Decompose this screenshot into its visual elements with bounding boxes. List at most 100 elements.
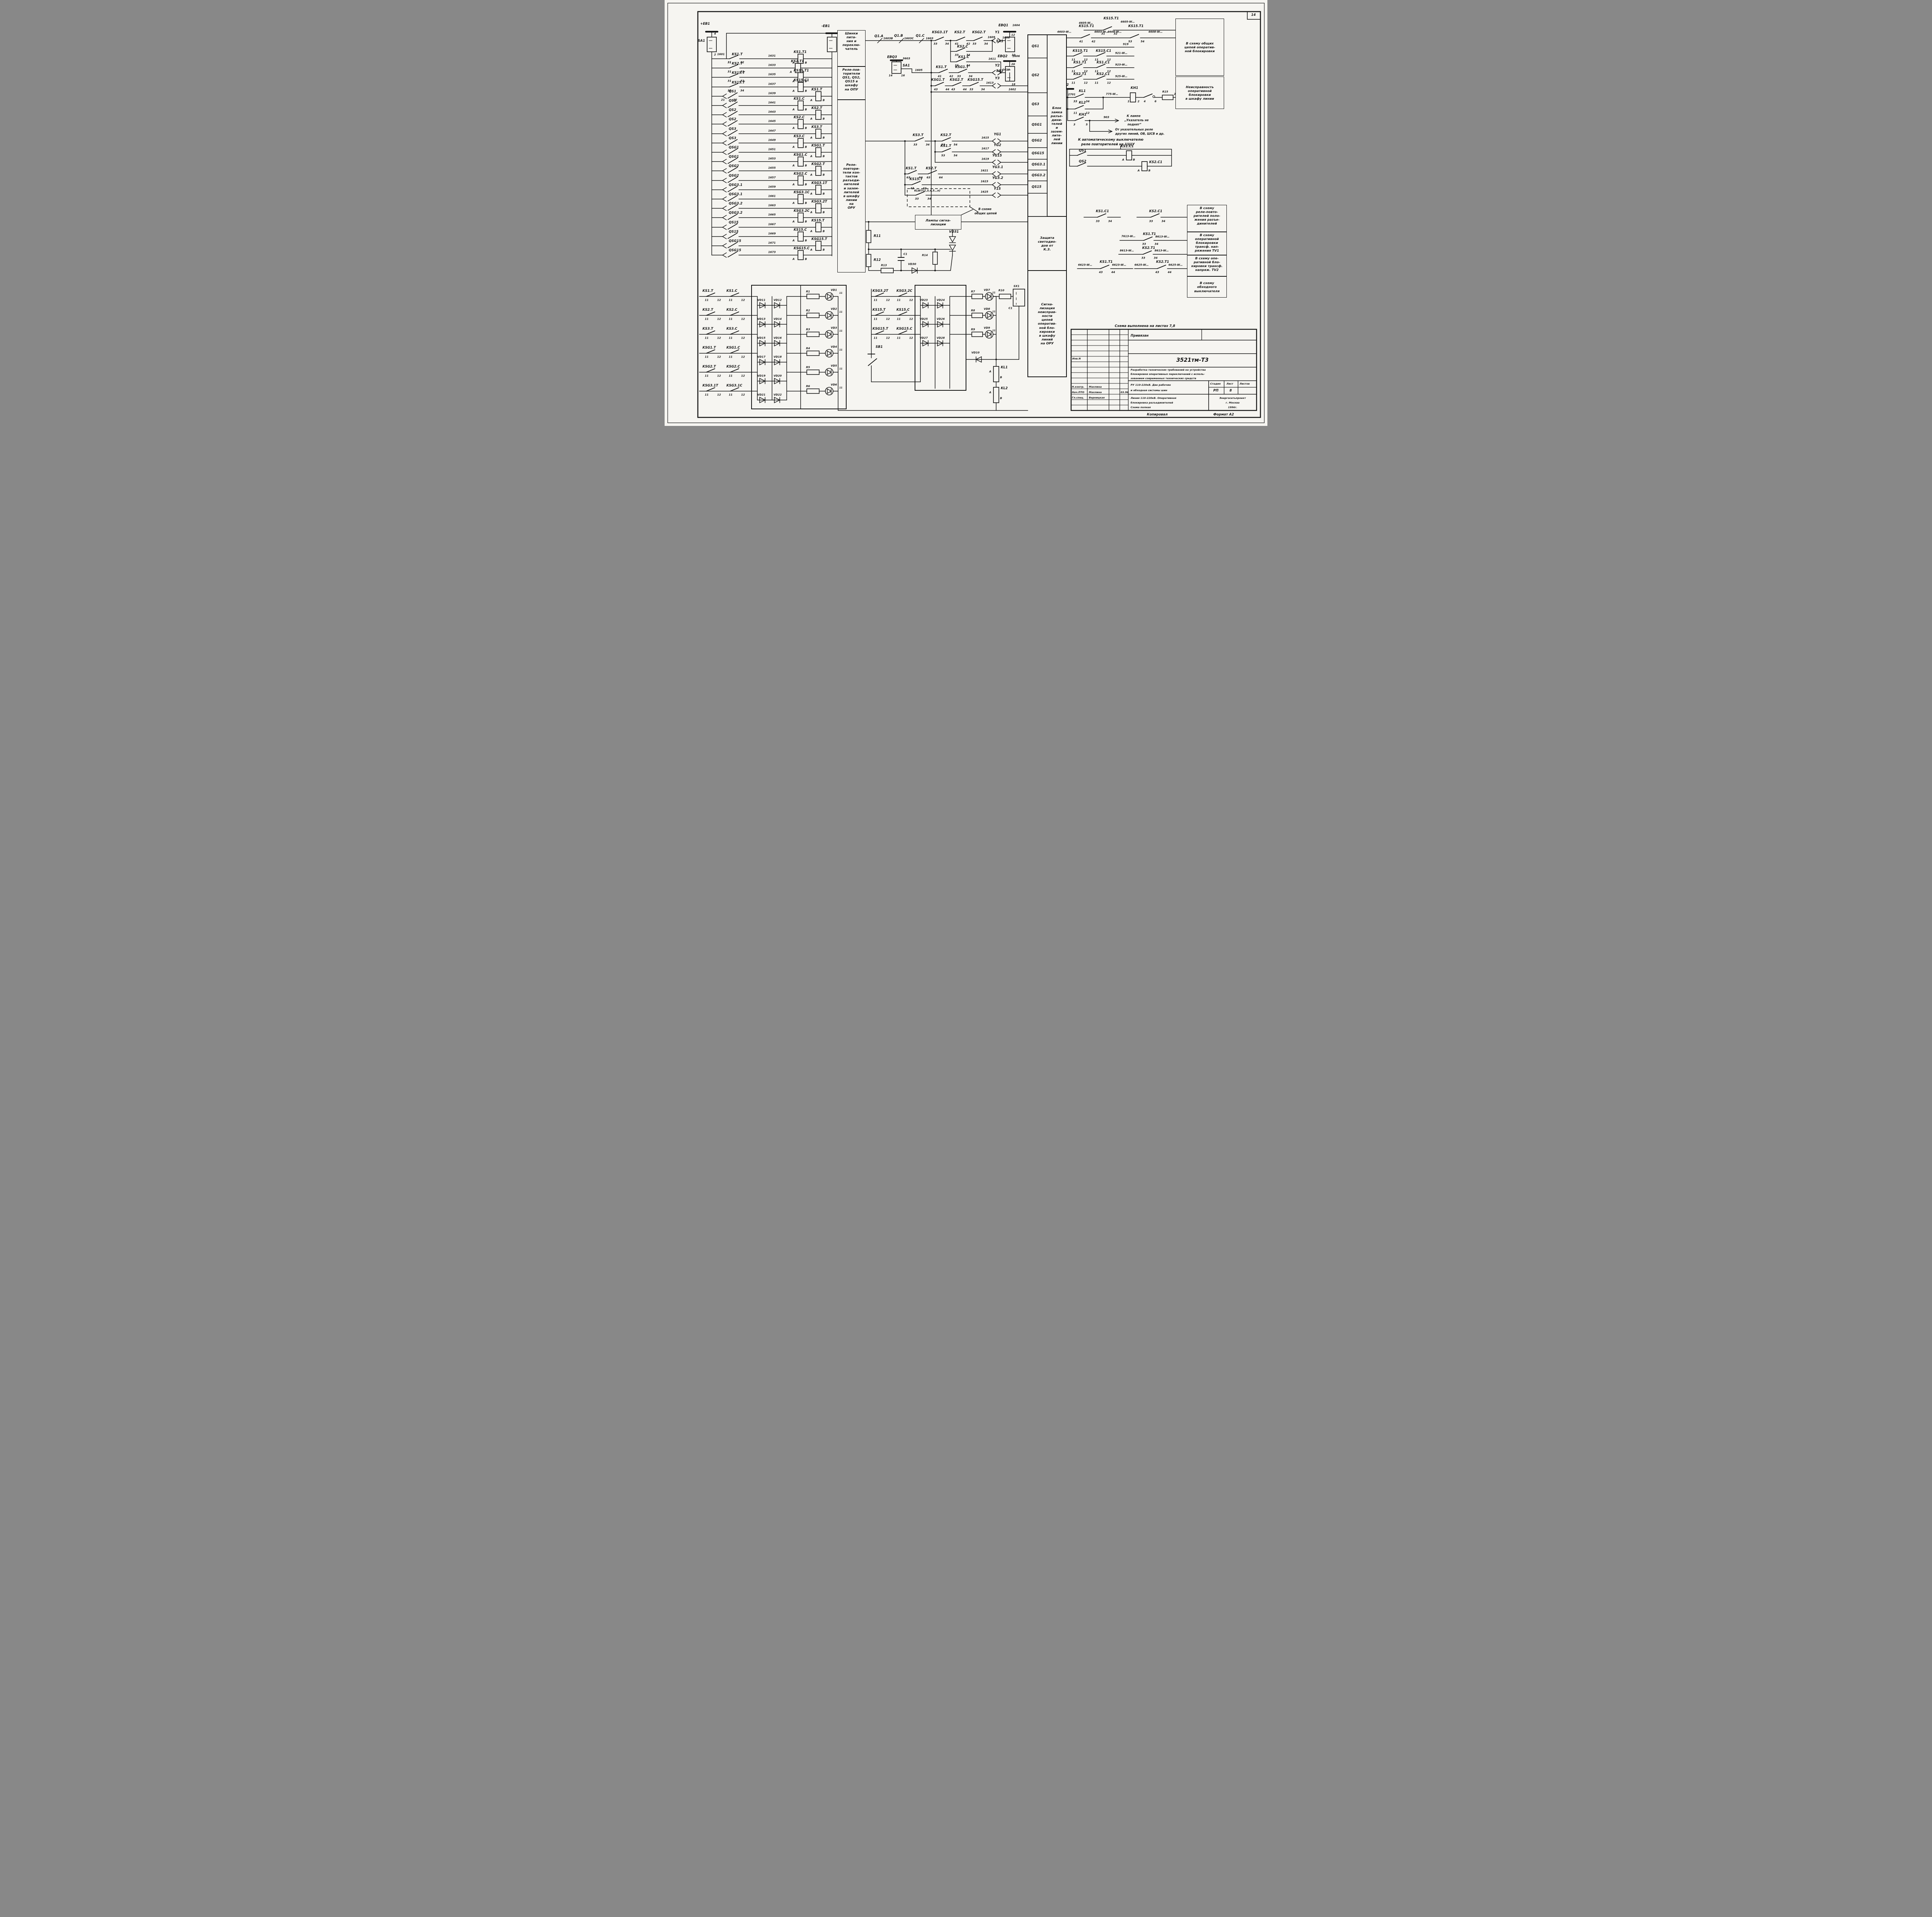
schematic-label: VD31 (949, 230, 959, 234)
schematic-label: KS1.T (940, 144, 951, 148)
schematic-label: YG3.1 (992, 165, 1003, 169)
schematic-label: B (805, 145, 807, 149)
schematic-label: KS2.T1 (1142, 246, 1155, 250)
schematic-label: 41 (938, 75, 942, 78)
schematic-label: 43 (951, 88, 955, 91)
sig-role: Н.контр. (1072, 385, 1085, 388)
schematic-label: KL2 (1001, 386, 1008, 390)
schematic-label: B (823, 211, 825, 214)
schematic-label: VD1 (831, 288, 837, 292)
schematic-label: Q1.C (916, 34, 925, 38)
schematic-label: 16 (901, 74, 905, 77)
schematic-label: QS1 (1032, 44, 1039, 48)
schematic-label: 1604 (1012, 24, 1020, 27)
schematic-label: 1645 (768, 119, 776, 123)
schematic-label: B (823, 248, 825, 252)
schematic-label: 64 (939, 176, 943, 179)
schematic-label: KS1.C1 (1096, 209, 1109, 213)
schematic-label: 32 (740, 70, 744, 73)
schematic-label: KS1.T1 (1143, 232, 1156, 236)
schematic-label: VD16 (774, 336, 782, 340)
schematic-label: 11 (874, 298, 878, 302)
stage-label: Стадия (1210, 382, 1221, 385)
schematic-label: 11 (839, 368, 843, 370)
schematic-label: 1605 (915, 68, 923, 72)
schematic-label: 11 (897, 298, 901, 302)
schematic-label: 12 (1086, 111, 1090, 115)
schematic-label: 43 (1099, 271, 1103, 274)
schematic-label: KS2.C (957, 44, 968, 49)
schematic-label: KSG2.T (811, 162, 825, 166)
schematic-label: 4605-W… (1079, 21, 1093, 25)
schematic-label: +EB1 (700, 22, 710, 26)
schematic-label: KS2.T (940, 133, 951, 137)
schematic-label: EBQ3 (887, 55, 897, 59)
schematic-label: KS1.C1 (1097, 60, 1110, 65)
schematic-label: 34 (740, 89, 744, 92)
schematic-label: 12 (886, 298, 890, 302)
schematic-label: 43 (1155, 271, 1159, 274)
schematic-label: общих цепей (975, 211, 997, 215)
schematic-label: R12 (874, 258, 881, 262)
schematic-label: KS3.T (811, 125, 822, 129)
schematic-label: -EB1 (821, 24, 830, 28)
schematic-label: 53 (941, 143, 945, 146)
schematic-label: KS1.T (732, 52, 743, 56)
schematic-label: KS3.C (794, 134, 805, 138)
schematic-label: 1631 (768, 54, 776, 58)
schematic-label: VD3 (831, 326, 837, 330)
schematic-label: R13 (881, 264, 887, 267)
schematic-label: 31 (728, 70, 731, 73)
schematic-label: 12 (909, 336, 913, 340)
schematic-label: 1609 (988, 36, 995, 39)
schematic-label: QSG3.1 (1032, 162, 1046, 167)
schematic-label: QS1 (1079, 148, 1087, 153)
schematic-label: QSG15 (1032, 151, 1044, 155)
schematic-label: 14 (889, 74, 893, 77)
schematic-label: B (823, 155, 825, 158)
subject-line: Схема полная (1131, 406, 1151, 409)
schematic-label: 4 (1144, 100, 1146, 103)
schematic-label: YG15 (992, 153, 1002, 158)
schematic-label: 64 (919, 176, 923, 179)
schematic-label: VD6 (831, 383, 837, 386)
schematic-label: От указательных реле (1115, 128, 1153, 131)
schematic-label: KS15.T1 (794, 68, 809, 73)
schematic-label: KSG15.T (872, 327, 888, 331)
schematic-label: 12 (886, 317, 890, 321)
schematic-label: 33 (1141, 256, 1145, 260)
schematic-label: 4605-W… (1121, 20, 1135, 24)
schematic-label: B (1148, 169, 1151, 172)
schematic-label: QS3 (729, 127, 736, 131)
schematic-label: „Указатель не (1124, 118, 1149, 122)
schematic-label: KSG3.2T (811, 199, 827, 204)
schematic-label: 1603B (883, 37, 893, 40)
schematic-label: KS2.T1 (791, 59, 804, 63)
schematic-label: 63 (927, 176, 930, 179)
schematic-label: KS1.C (958, 55, 969, 59)
page-number: 14 (1251, 13, 1256, 17)
schematic-label: 31 (1101, 32, 1105, 36)
schematic-label: 11 (839, 311, 843, 313)
schematic-label: 923-W… (1115, 63, 1128, 66)
schematic-label: A (810, 117, 813, 121)
schematic-label: 34 (981, 88, 985, 91)
schematic-label: VD11 (757, 298, 765, 302)
schematic-label: 33 (1149, 220, 1153, 223)
schematic-label: 3 (1073, 123, 1075, 126)
schematic-label: 6623-W… (1112, 263, 1126, 267)
schematic-label: 11 (874, 336, 878, 340)
schematic-label: 8613-W… (1155, 235, 1170, 238)
schematic-label: 11 (1071, 58, 1075, 61)
schematic-label: A (790, 70, 792, 74)
schematic-label: 10 (1012, 53, 1015, 57)
schematic-label: VD2 (831, 307, 837, 311)
schematic-label: B (1133, 158, 1135, 162)
schematic-label: KS15.T1 (1104, 16, 1119, 20)
schematic-label: 1641 (768, 101, 776, 104)
schematic-label: A (810, 155, 813, 158)
schematic-label: KS1.T (936, 65, 947, 69)
schematic-label: C1 (1009, 306, 1013, 310)
